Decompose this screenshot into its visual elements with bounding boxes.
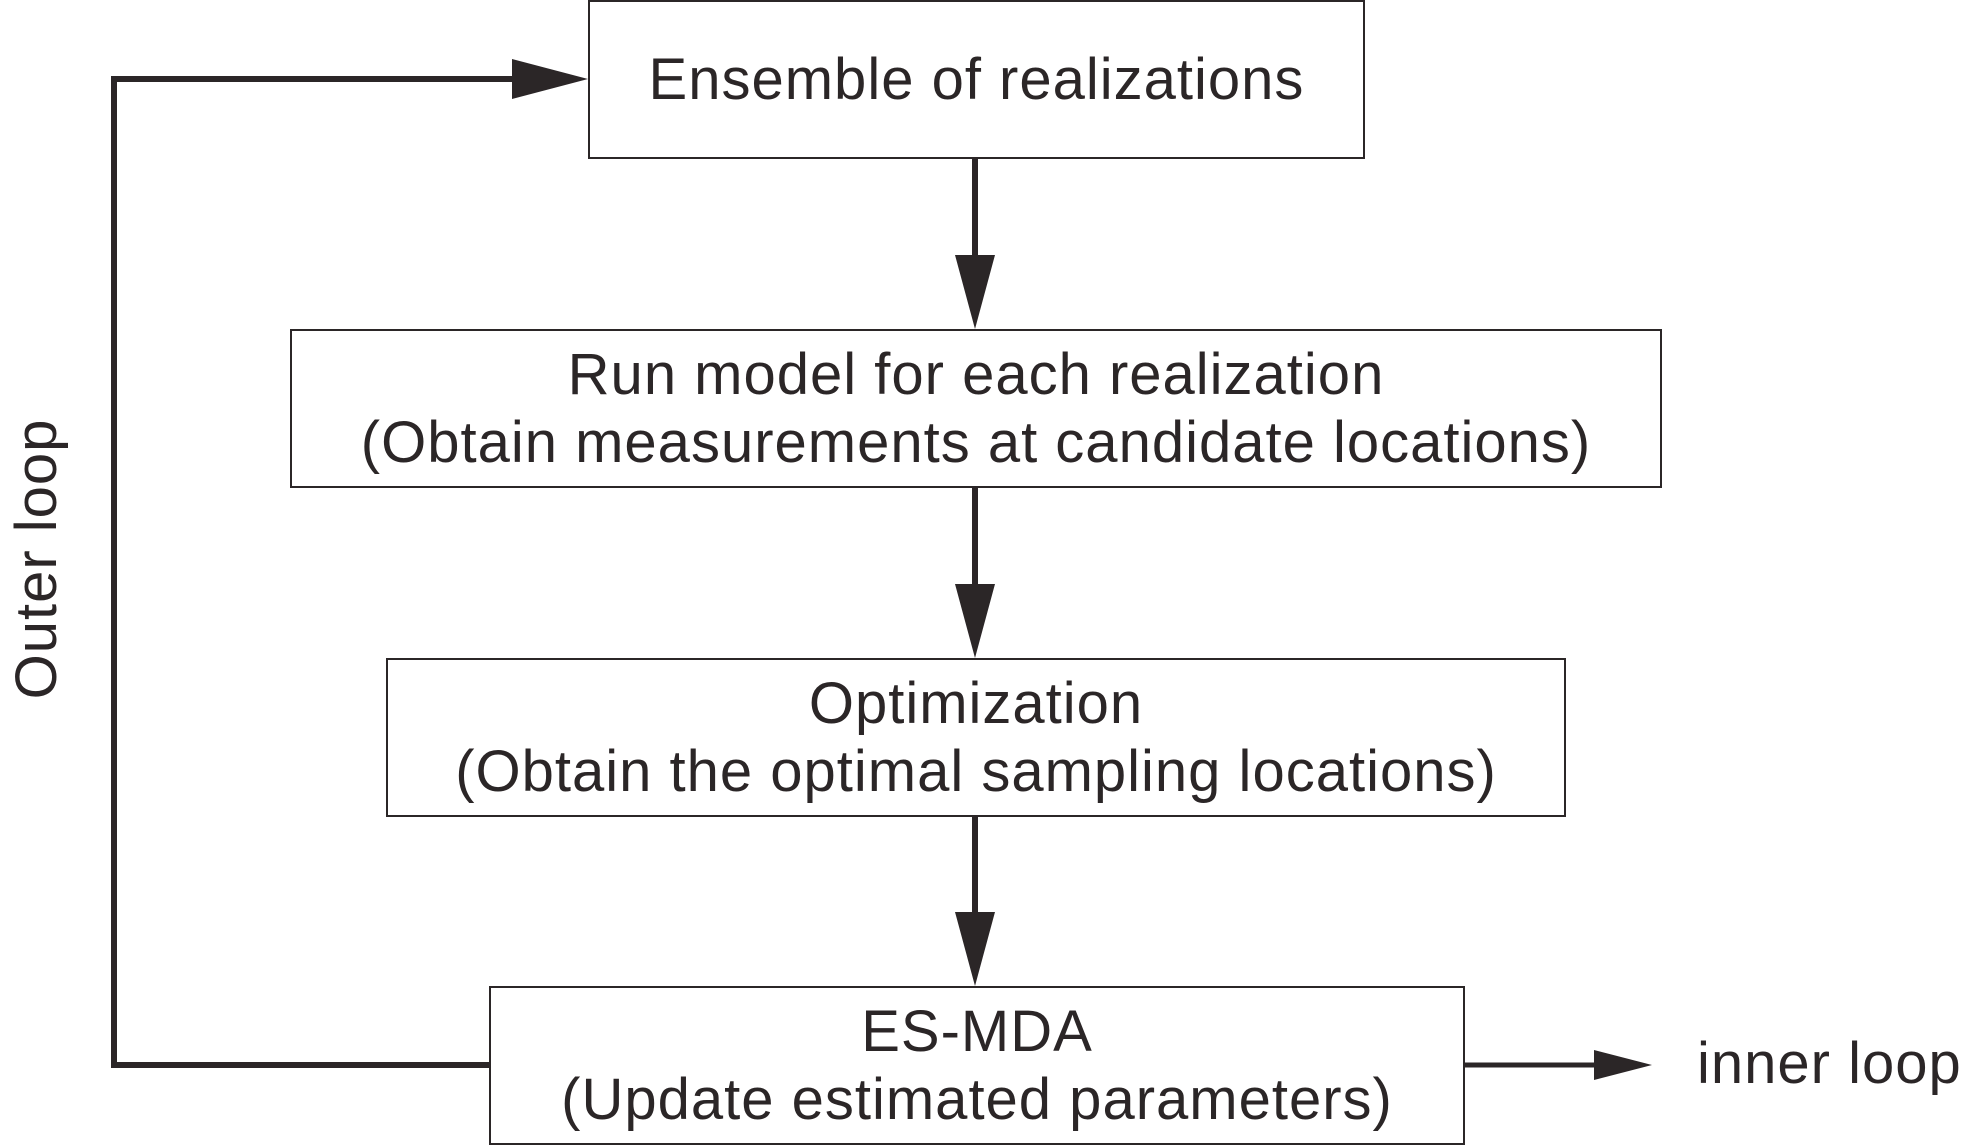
run-model-title: Run model for each realization <box>567 341 1385 407</box>
inner-loop-arrow <box>1465 1050 1652 1080</box>
arrow-ensemble-to-run <box>955 159 995 329</box>
run-model-subtitle: (Obtain measurements at candidate locati… <box>360 409 1592 475</box>
optimization-title: Optimization <box>808 670 1144 736</box>
arrow-run-to-optimization <box>955 488 995 658</box>
inner-loop-label: inner loop <box>1697 1031 1962 1096</box>
outer-loop-label: Outer loop <box>4 418 69 700</box>
esmda-subtitle: (Update estimated parameters) <box>561 1066 1393 1132</box>
esmda-title: ES-MDA <box>861 998 1093 1064</box>
esmda-box: ES-MDA (Update estimated parameters) <box>489 986 1465 1145</box>
arrow-optimization-to-esmda <box>955 817 995 986</box>
ensemble-box: Ensemble of realizations <box>588 0 1365 159</box>
outer-loop-arrow <box>111 59 588 1068</box>
optimization-box: Optimization (Obtain the optimal samplin… <box>386 658 1566 817</box>
optimization-subtitle: (Obtain the optimal sampling locations) <box>455 738 1497 804</box>
run-model-box: Run model for each realization (Obtain m… <box>290 329 1662 488</box>
ensemble-title: Ensemble of realizations <box>648 46 1305 112</box>
